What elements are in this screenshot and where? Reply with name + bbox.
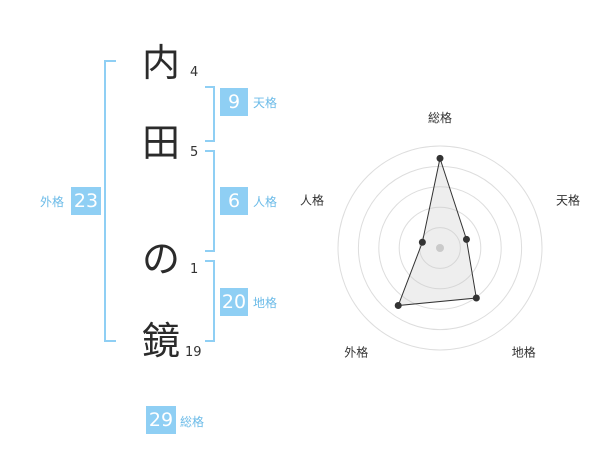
radar-axis-label-2: 天格	[556, 192, 580, 207]
radar-axis-label-5: 人格	[300, 192, 324, 207]
soukaku-label: 総格	[180, 415, 205, 429]
stroke-count-1: 4	[190, 65, 199, 80]
jinkaku-label: 人格	[253, 195, 278, 209]
radar-axis-label-4: 外格	[344, 345, 368, 360]
stroke-count-3: 1	[190, 262, 199, 277]
radar-point-5	[418, 238, 426, 246]
radar-grid-ring	[357, 165, 523, 331]
radar-axis-label-1: 総格	[428, 110, 452, 125]
chikaku-bracket	[205, 260, 215, 342]
radar-point-2	[462, 235, 470, 243]
radar-grid-ring	[337, 145, 543, 351]
jinkaku-bracket	[205, 150, 215, 252]
chikaku-value: 20	[220, 288, 248, 316]
radar-center-dot	[436, 244, 444, 252]
name-char-1: 内	[141, 41, 180, 85]
gaikaku-label: 外格	[40, 195, 65, 209]
name-char-3: の	[141, 237, 180, 281]
jinkaku-value: 6	[220, 187, 248, 215]
chikaku-label: 地格	[253, 296, 278, 310]
soukaku-value: 29	[146, 406, 176, 434]
name-char-2: 田	[141, 121, 180, 165]
radar-grid-ring	[419, 227, 461, 269]
tenkaku-bracket	[205, 86, 215, 142]
radar-point-1	[436, 154, 444, 162]
radar-grid-ring	[378, 186, 502, 310]
radar-series-area	[397, 156, 477, 307]
radar-axis-label-3: 地格	[512, 345, 536, 360]
stroke-count-2: 5	[190, 145, 199, 160]
gaikaku-value: 23	[71, 187, 101, 215]
tenkaku-value: 9	[220, 88, 248, 116]
name-char-4: 鏡	[141, 319, 180, 363]
gaikaku-bracket	[104, 60, 116, 342]
radar-point-4	[394, 302, 402, 310]
tenkaku-label: 天格	[253, 96, 278, 110]
radar-grid-ring	[398, 206, 482, 290]
radar-point-3	[472, 294, 480, 302]
stroke-count-4: 19	[185, 345, 202, 360]
